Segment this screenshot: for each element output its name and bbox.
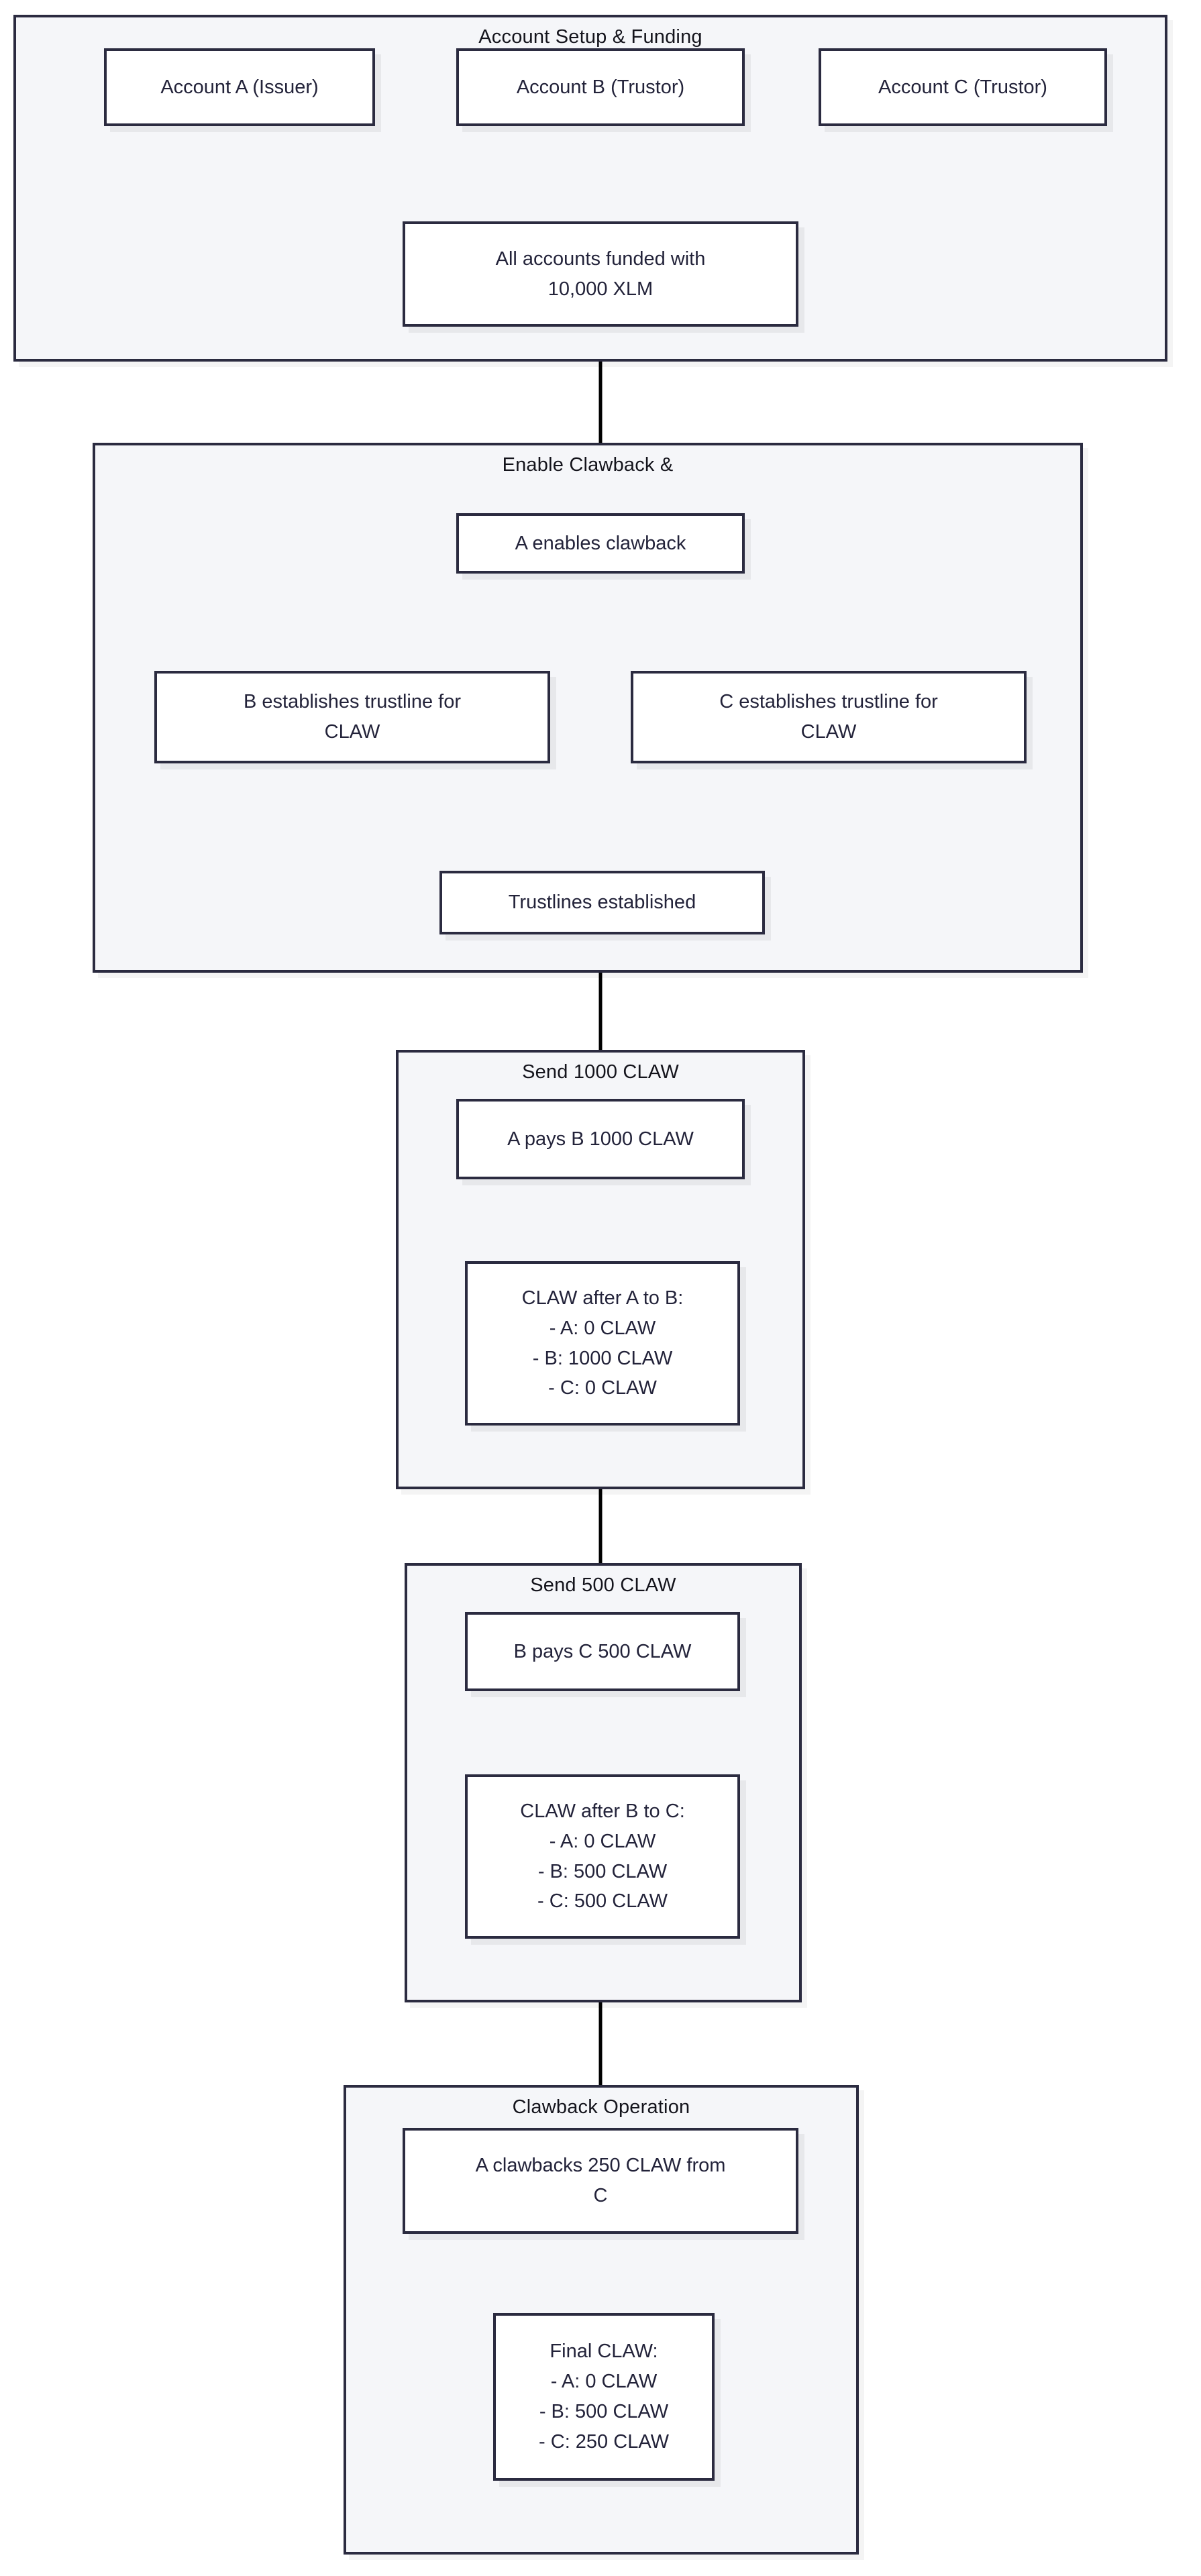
node-label: Trustlines established bbox=[508, 892, 696, 914]
node-label-line-2: 10,000 XLM bbox=[547, 278, 654, 300]
node-label-line-2: CLAW bbox=[324, 721, 380, 743]
node-state-after-b-to-c[interactable]: CLAW after B to C: - A: 0 CLAW - B: 500 … bbox=[465, 1774, 740, 1939]
node-b-pays-c-500[interactable]: B pays C 500 CLAW bbox=[465, 1612, 740, 1691]
node-label-line-1: Final CLAW: bbox=[550, 2341, 658, 2363]
node-label-line-1: CLAW after A to B: bbox=[521, 1287, 684, 1309]
node-label-line-1: C establishes trustline for bbox=[719, 691, 938, 713]
node-label-line-2: - A: 0 CLAW bbox=[549, 1317, 656, 1339]
node-label: B pays C 500 CLAW bbox=[513, 1640, 692, 1662]
node-label: Account B (Trustor) bbox=[516, 76, 685, 98]
node-label: A pays B 1000 CLAW bbox=[507, 1128, 694, 1150]
node-c-establishes-trustline[interactable]: C establishes trustline for CLAW bbox=[631, 671, 1027, 763]
node-label-line-1: All accounts funded with bbox=[495, 248, 706, 270]
node-label-line-2: C bbox=[593, 2185, 608, 2206]
node-label-line-4: - C: 0 CLAW bbox=[548, 1377, 657, 1399]
node-label-line-1: B establishes trustline for bbox=[244, 691, 461, 713]
node-label: Account A (Issuer) bbox=[160, 76, 319, 98]
cluster-title-enable-clawback: Enable Clawback & bbox=[502, 454, 674, 476]
node-label-line-2: - A: 0 CLAW bbox=[549, 1830, 656, 1852]
node-label-line-1: CLAW after B to C: bbox=[520, 1800, 685, 1822]
node-account-c[interactable]: Account C (Trustor) bbox=[819, 48, 1107, 126]
node-label-line-3: - B: 500 CLAW bbox=[537, 1860, 668, 1882]
cluster-title-send-1000-claw: Send 1000 CLAW bbox=[522, 1061, 679, 1083]
cluster-title-account-setup: Account Setup & Funding bbox=[478, 26, 702, 48]
node-label: Account C (Trustor) bbox=[878, 76, 1047, 98]
node-account-b[interactable]: Account B (Trustor) bbox=[456, 48, 745, 126]
node-label-line-2: CLAW bbox=[800, 721, 857, 743]
node-account-a[interactable]: Account A (Issuer) bbox=[104, 48, 375, 126]
node-final-claw-state[interactable]: Final CLAW: - A: 0 CLAW - B: 500 CLAW - … bbox=[493, 2313, 715, 2481]
node-a-pays-b-1000[interactable]: A pays B 1000 CLAW bbox=[456, 1099, 745, 1179]
node-label-line-1: A clawbacks 250 CLAW from bbox=[475, 2155, 726, 2177]
node-label-line-4: - C: 250 CLAW bbox=[539, 2430, 669, 2453]
node-trustlines-established[interactable]: Trustlines established bbox=[439, 871, 765, 934]
node-state-after-a-to-b[interactable]: CLAW after A to B: - A: 0 CLAW - B: 1000… bbox=[465, 1261, 740, 1426]
node-b-establishes-trustline[interactable]: B establishes trustline for CLAW bbox=[154, 671, 550, 763]
node-label: A enables clawback bbox=[515, 532, 686, 554]
node-a-enables-clawback[interactable]: A enables clawback bbox=[456, 513, 745, 574]
node-label-line-2: - A: 0 CLAW bbox=[550, 2371, 658, 2393]
cluster-title-send-500-claw: Send 500 CLAW bbox=[530, 1574, 676, 1596]
node-all-accounts-funded[interactable]: All accounts funded with 10,000 XLM bbox=[403, 221, 798, 327]
node-label-line-3: - B: 500 CLAW bbox=[539, 2401, 669, 2422]
node-a-clawbacks-250[interactable]: A clawbacks 250 CLAW from C bbox=[403, 2128, 798, 2234]
cluster-title-clawback-operation: Clawback Operation bbox=[512, 2096, 690, 2118]
node-label-line-4: - C: 500 CLAW bbox=[537, 1890, 668, 1913]
node-label-line-3: - B: 1000 CLAW bbox=[532, 1347, 673, 1369]
